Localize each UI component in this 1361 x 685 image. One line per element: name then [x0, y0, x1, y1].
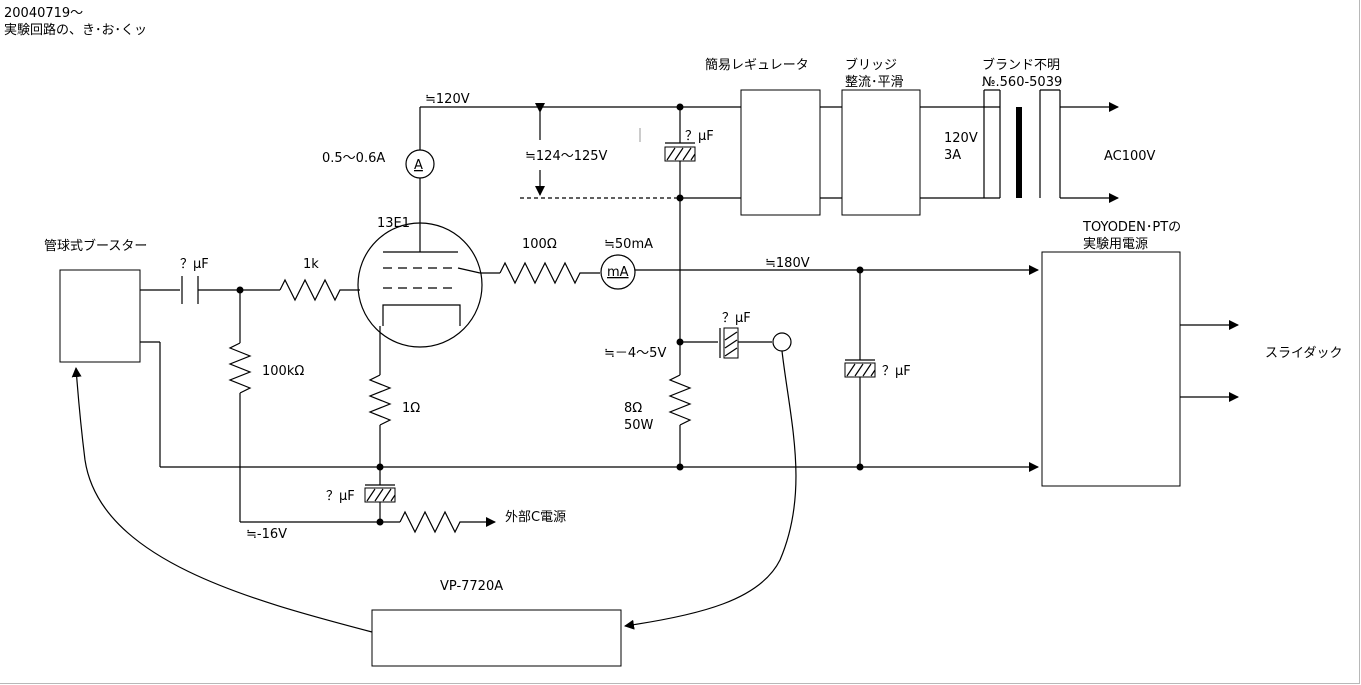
junction-ground-cathode [376, 463, 384, 471]
slidac-label: スライダック [1265, 346, 1342, 361]
cathode-resistor [368, 374, 392, 426]
regulator-label: 簡易レギュレータ [705, 58, 809, 73]
bridge-label-line2: 整流･平滑 [845, 75, 904, 90]
ac-input-label: AC100V [1104, 149, 1156, 164]
plate-current-label: ≒50mA [604, 237, 653, 252]
output-bypass-label: ？μF [882, 364, 911, 379]
booster-label: 管球式ブースター [44, 238, 147, 254]
junction-bias [376, 518, 384, 526]
external-bias-label: 外部C電源 [505, 510, 566, 525]
analyzer-block [371, 609, 622, 667]
transformer-rating-line1: 120V [944, 131, 978, 146]
tube-label: 13E1 [377, 216, 410, 231]
pt-label-line1: TOYODEN･PTの [1082, 220, 1181, 235]
output-voltage-label: ≒－4～5V [604, 346, 666, 361]
grid-leak-resistor [228, 342, 252, 394]
lead-from-output [624, 350, 797, 630]
load-resistor-label-line1: 8Ω [624, 401, 642, 416]
junction-top-rail [676, 103, 684, 111]
output-capacitor [719, 327, 739, 359]
output-terminal [772, 332, 792, 352]
ammeter: A [405, 149, 435, 179]
junction-ground-bypass [856, 463, 864, 471]
output-capacitor-label: ？μF [722, 311, 751, 326]
milliammeter-symbol: mA [607, 265, 629, 280]
header-title: 実験回路の、き･お･くッ [4, 22, 147, 38]
transformer-brand-line2: №.560-5039 [982, 75, 1062, 90]
load-resistor-label-line2: 50W [624, 418, 654, 433]
top-rail [419, 106, 1000, 150]
milliammeter: mA [600, 254, 636, 290]
lead-to-booster [71, 367, 373, 633]
grid-resistor-label: 1k [303, 257, 319, 272]
header-date: 20040719～ [4, 6, 83, 21]
regulator-capacitor [664, 142, 696, 198]
regulator-span-label: ≒124～125V [525, 149, 608, 164]
heater-voltage-label: ≒120V [425, 92, 470, 107]
bias-capacitor-label: ？μF [326, 489, 355, 504]
booster-block [59, 269, 141, 363]
tube-13e1 [357, 222, 483, 348]
transformer [983, 89, 1119, 203]
grid-resistor [279, 278, 360, 302]
grid-leak-label: 100kΩ [262, 364, 304, 379]
input-capacitor [181, 276, 199, 304]
load-resistor [668, 374, 692, 426]
junction-ground-load [676, 463, 684, 471]
plate-resistor [499, 261, 600, 285]
bias-capacitor [364, 484, 396, 522]
bridge-block [841, 89, 921, 216]
pt-block [1041, 251, 1181, 487]
output-bypass-capacitor [844, 270, 876, 467]
bias-voltage-label: ≒-16V [246, 527, 287, 542]
regulator-capacitor-label: ？μF [685, 129, 714, 144]
cathode-resistor-label: 1Ω [402, 401, 420, 416]
transformer-brand-line1: ブランド不明 [982, 57, 1060, 73]
transformer-rating-line2: 3A [944, 148, 961, 163]
regulator-block [740, 89, 821, 216]
regulator-span-indicator [520, 103, 680, 199]
ammeter-symbol: A [414, 158, 423, 173]
plate-resistor-label: 100Ω [522, 237, 557, 252]
bridge-label-line1: ブリッジ [845, 57, 897, 73]
bias-resistor [399, 510, 496, 534]
plate-voltage-label: ≒180V [765, 256, 810, 271]
pt-label-line2: 実験用電源 [1083, 236, 1148, 252]
input-capacitor-label: ？μF [180, 257, 209, 272]
heater-current-label: 0.5～0.6A [322, 151, 385, 166]
analyzer-label: VP-7720A [440, 579, 503, 594]
